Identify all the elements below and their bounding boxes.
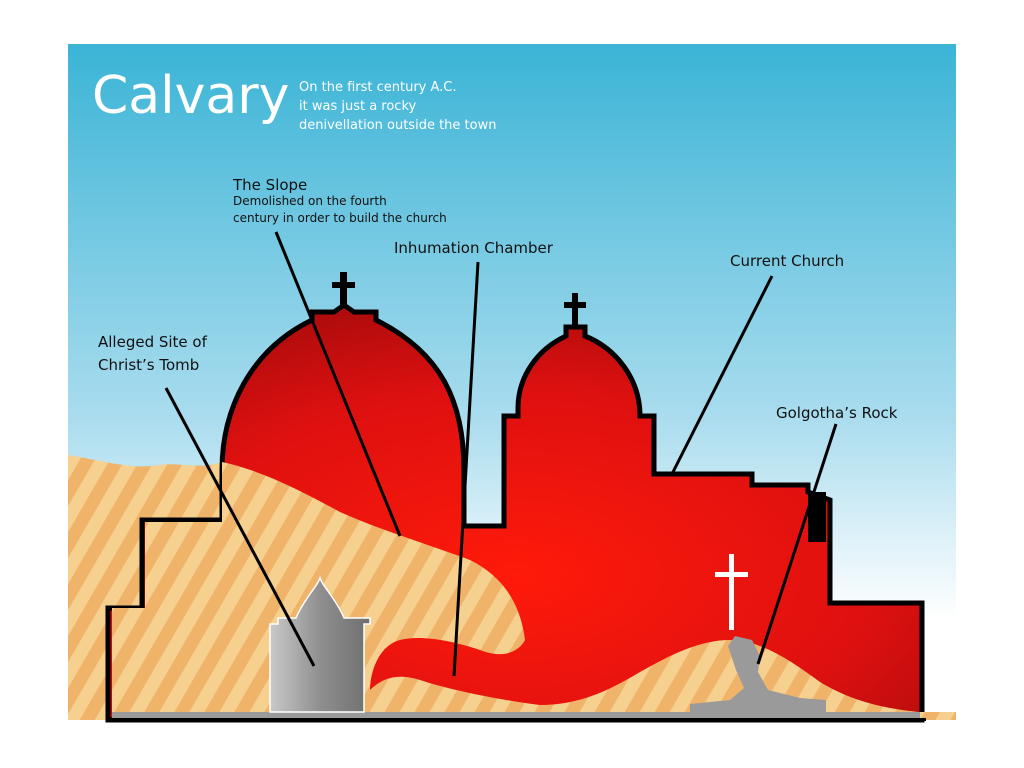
- golgotha-rock: [690, 636, 826, 712]
- slope-rock: [112, 462, 525, 690]
- tomb-edicule: [269, 575, 371, 713]
- church-tower-block: [808, 492, 826, 542]
- label-tomb-line-1: Alleged Site of: [98, 333, 208, 351]
- label-slope-desc-1: Demolished on the fourth: [233, 194, 387, 208]
- label-tomb-line-2: Christ’s Tomb: [98, 356, 199, 374]
- label-inhumation-chamber: Inhumation Chamber: [394, 239, 554, 257]
- pointer-slope: [274, 231, 402, 537]
- intro-line-3: denivellation outside the town: [299, 118, 496, 133]
- church-floor: [112, 712, 920, 718]
- dome-cross-left: [332, 272, 355, 308]
- pointer-golgotha: [756, 423, 838, 665]
- label-slope-desc-2: century in order to build the church: [233, 211, 447, 225]
- pointer-inhumation: [452, 261, 480, 677]
- label-golgotha-rock: Golgotha’s Rock: [776, 404, 898, 422]
- intro-line-2: it was just a rocky: [299, 99, 417, 114]
- page-title: Calvary: [92, 66, 289, 126]
- pointer-tomb: [164, 387, 316, 667]
- intro-line-1: On the first century A.C.: [299, 80, 457, 95]
- dome-cross-right: [564, 293, 586, 329]
- floor-outline: [106, 718, 926, 721]
- pointer-church: [670, 275, 774, 475]
- label-slope-title: The Slope: [232, 176, 307, 194]
- pointer-lines: [164, 231, 838, 677]
- label-current-church: Current Church: [730, 252, 844, 270]
- golgotha-cross: [715, 554, 748, 630]
